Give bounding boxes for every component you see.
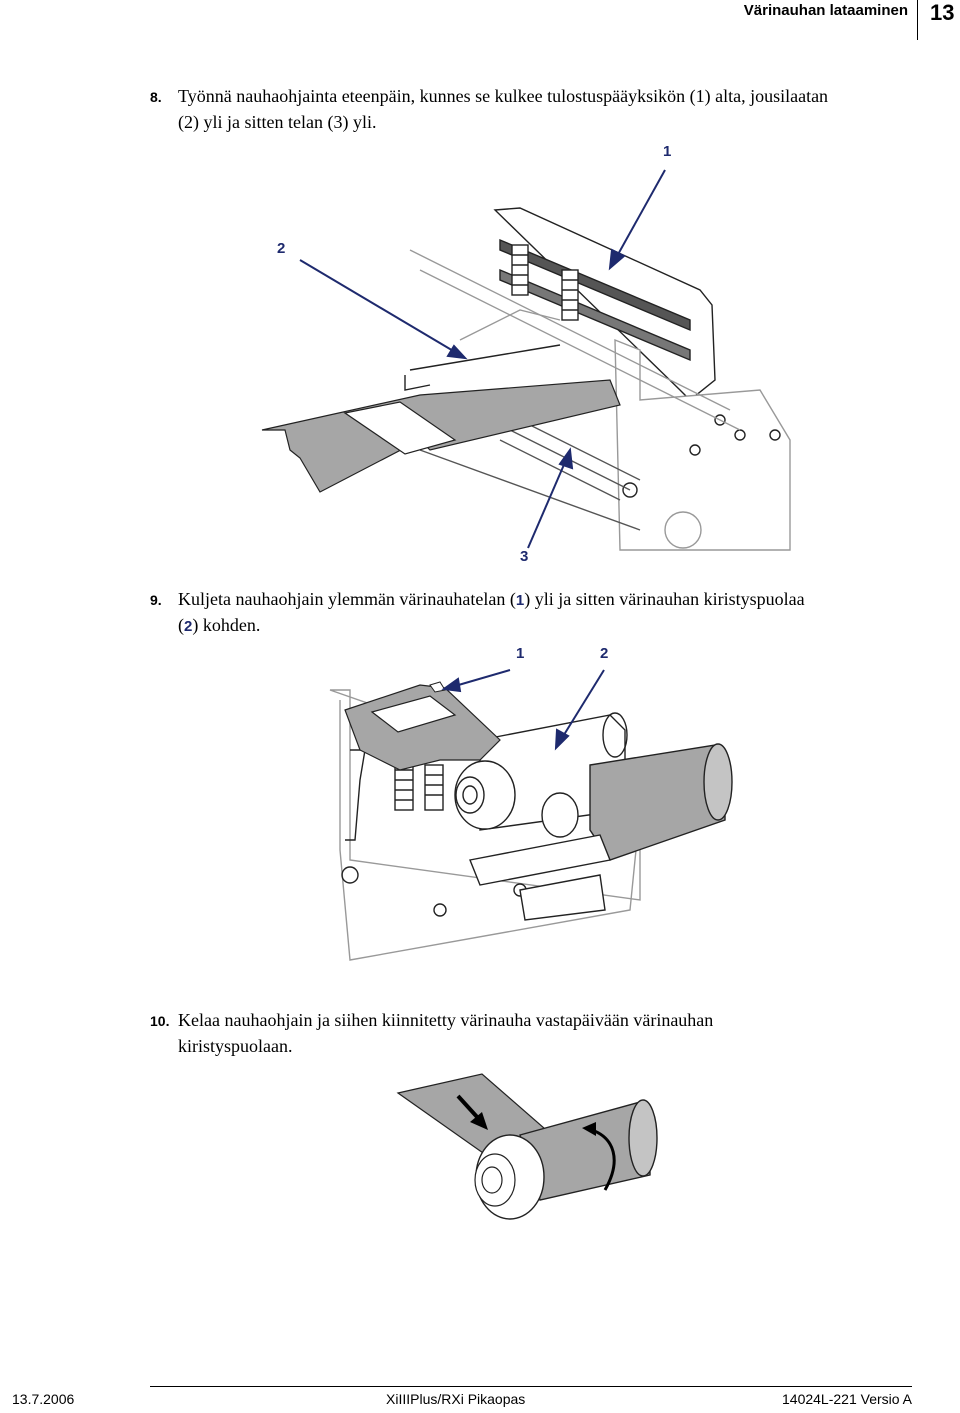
section-title: Värinauhan lataaminen: [743, 2, 908, 19]
figure-ribbon-guide-under-printhead: [261, 169, 791, 551]
footer-date: 13.7.2006: [12, 1391, 75, 1407]
counterclockwise-arrow-icon: [582, 1122, 616, 1191]
step-text-line1: Kelaa nauhaohjain ja siihen kiinnitetty …: [178, 1010, 714, 1030]
page-number: 13: [930, 0, 955, 25]
down-arrow-icon: [456, 1094, 488, 1130]
step-8: 8. Työnnä nauhaohjainta eteenpäin, kunnes…: [150, 84, 930, 135]
callout-2-spring-plate: 2: [277, 240, 286, 257]
step-text-line2: (2) yli ja sitten telan (3) yli.: [178, 112, 377, 132]
step-text-line2: kiristyspuolaan.: [178, 1036, 293, 1056]
step-text-part: (: [178, 615, 184, 635]
step-number: 8.: [150, 89, 162, 105]
footer-divider: [150, 1386, 912, 1387]
step-9: 9. Kuljeta nauhaohjain ylemmän värinauhat…: [150, 587, 930, 639]
step-text-part: ) kohden.: [192, 615, 261, 635]
header-divider: [917, 0, 918, 40]
step-10: 10. Kelaa nauhaohjain ja siihen kiinnitet…: [150, 1008, 930, 1059]
step-text-part: ) yli ja sitten värinauhan kiristyspuola…: [524, 589, 805, 609]
callout-1-upper-ribbon-roller: 1: [516, 645, 525, 662]
step-text-line1: Työnnä nauhaohjainta eteenpäin, kunnes s…: [178, 86, 829, 106]
step-number: 9.: [150, 592, 162, 608]
figure-wind-counterclockwise: [396, 1073, 658, 1220]
callout-2-take-up-spindle: 2: [600, 645, 609, 662]
callout-3-platen: 3: [520, 548, 529, 565]
reference-2: 2: [184, 618, 193, 635]
figure-ribbon-over-roller: [329, 669, 733, 961]
step-number: 10.: [150, 1013, 170, 1029]
step-text-part: Kuljeta nauhaohjain ylemmän värinauhatel…: [178, 589, 516, 609]
footer-product: XiIIIPlus/RXi Pikaopas: [386, 1391, 526, 1407]
callout-1-printhead: 1: [663, 143, 672, 160]
footer-doc-id: 14024L-221 Versio A: [782, 1391, 912, 1407]
reference-1: 1: [515, 592, 525, 609]
